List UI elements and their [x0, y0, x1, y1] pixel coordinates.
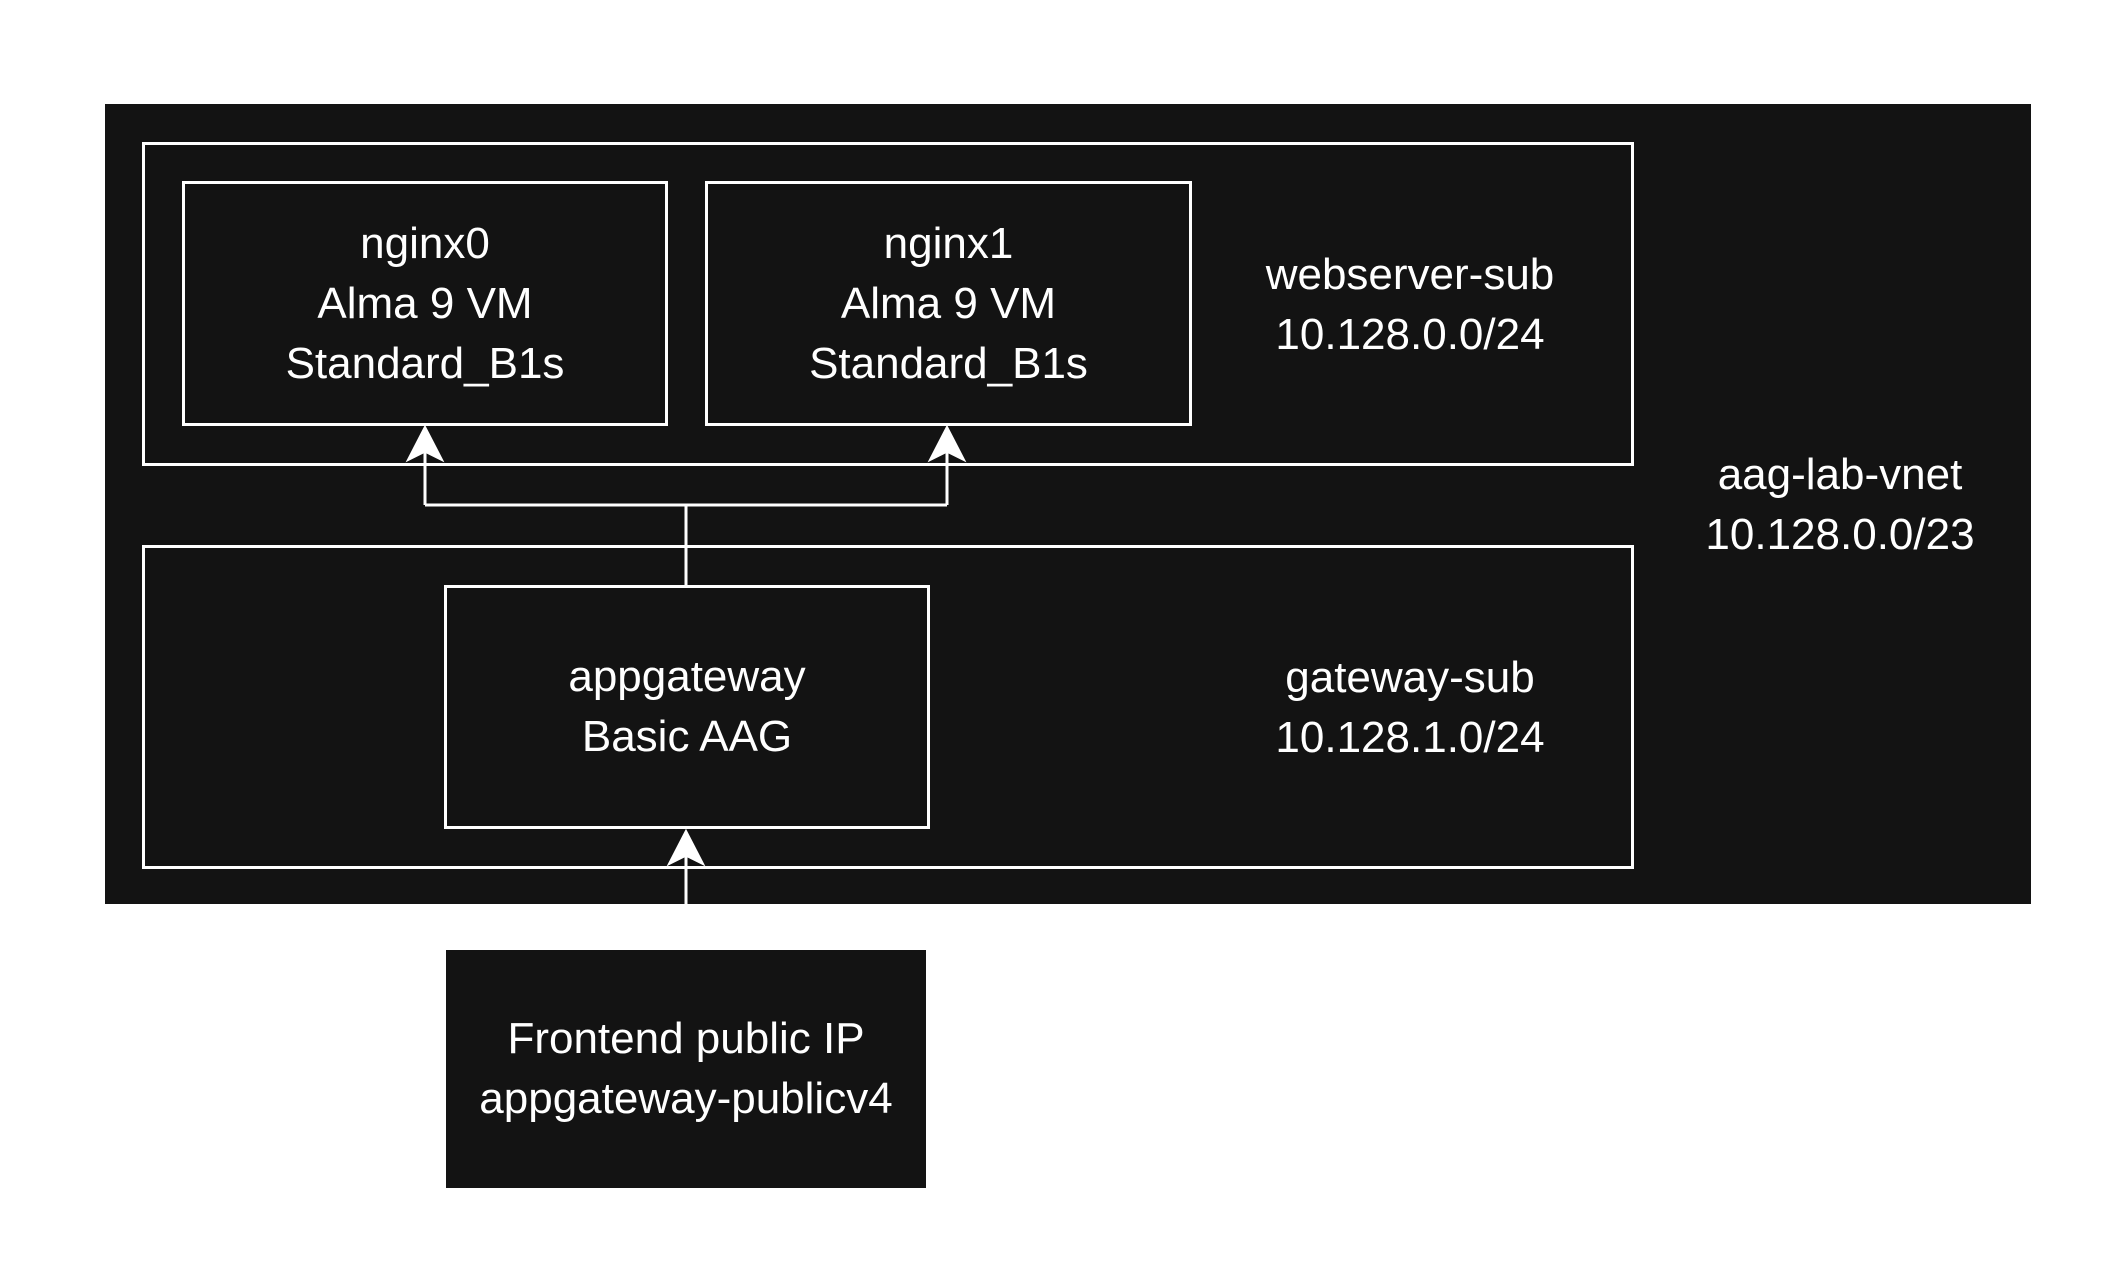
gateway-subnet-name: gateway-sub: [1285, 653, 1535, 702]
vm-nginx1-os: Alma 9 VM: [840, 278, 1057, 328]
frontend-public-ip[interactable]: Frontend public IP appgateway-publicv4: [446, 950, 926, 1188]
app-gateway[interactable]: appgateway Basic AAG: [444, 585, 930, 829]
frontend-ip-name: appgateway-publicv4: [479, 1074, 893, 1123]
app-gateway-name: appgateway: [568, 652, 806, 701]
vnet-name: aag-lab-vnet: [1717, 450, 1963, 499]
vm-nginx1-name: nginx1: [883, 218, 1014, 268]
vm-nginx0[interactable]: nginx0 Alma 9 VM Standard_B1s: [182, 181, 668, 426]
gateway-subnet: [142, 545, 1634, 869]
vm-nginx1[interactable]: nginx1 Alma 9 VM Standard_B1s: [705, 181, 1192, 426]
vnet-label: aag-lab-vnet 10.128.0.0/23: [1660, 440, 2020, 570]
app-gateway-sku: Basic AAG: [581, 712, 793, 761]
vm-nginx0-name: nginx0: [360, 218, 490, 268]
frontend-title: Frontend public IP: [507, 1014, 865, 1063]
webserver-subnet-label: webserver-sub 10.128.0.0/24: [1230, 240, 1590, 370]
webserver-subnet-cidr: 10.128.0.0/24: [1275, 310, 1545, 359]
gateway-subnet-label: gateway-sub 10.128.1.0/24: [1230, 643, 1590, 773]
vm-nginx1-size: Standard_B1s: [809, 338, 1088, 388]
vm-nginx0-os: Alma 9 VM: [317, 278, 533, 328]
arrowhead-nginx1: [927, 424, 967, 463]
arrowhead-nginx0: [405, 424, 445, 463]
webserver-subnet: [142, 142, 1634, 466]
vm-nginx0-size: Standard_B1s: [285, 338, 565, 388]
webserver-subnet-name: webserver-sub: [1265, 250, 1555, 299]
arrowhead-gateway: [666, 828, 706, 867]
gateway-subnet-cidr: 10.128.1.0/24: [1275, 713, 1545, 762]
vnet-cidr: 10.128.0.0/23: [1705, 510, 1975, 559]
connector-gateway-to-vms: [423, 446, 949, 585]
